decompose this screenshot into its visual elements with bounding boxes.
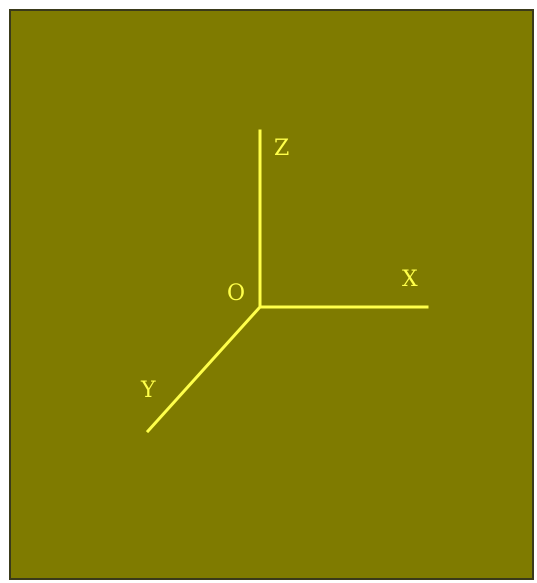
diagram-panel: Z X O Y — [9, 9, 534, 580]
diagram-background — [11, 11, 532, 578]
x-axis-label: X — [402, 267, 418, 292]
axes-diagram: Z X O Y — [11, 11, 532, 578]
z-axis-label: Z — [274, 136, 289, 161]
origin-label: O — [227, 281, 245, 306]
y-axis-label: Y — [140, 378, 156, 403]
y-axis-line — [145, 304, 263, 434]
